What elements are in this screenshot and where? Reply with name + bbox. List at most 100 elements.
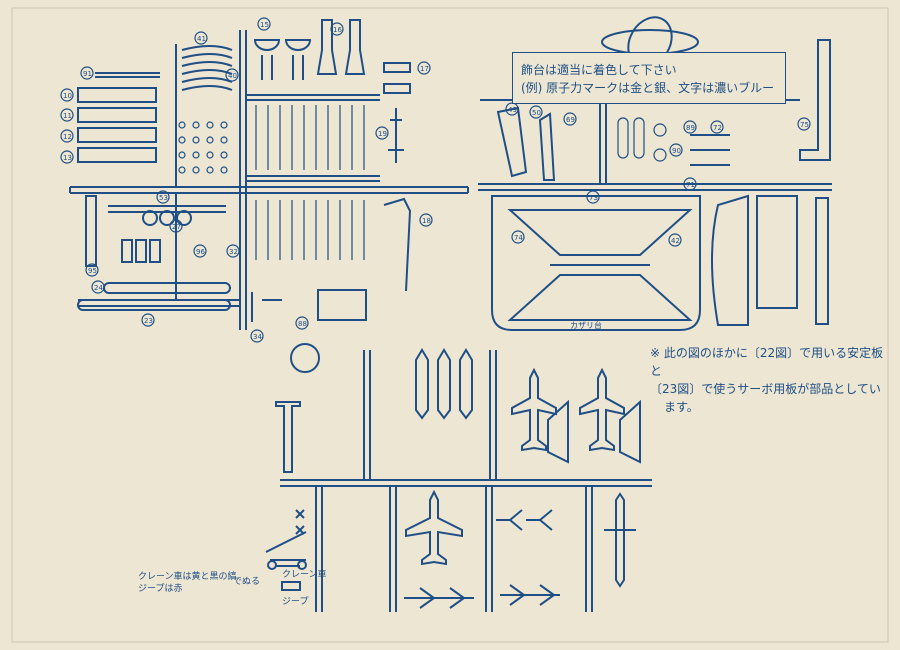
stand-upper-truss: [507, 209, 693, 256]
bracket-part: [383, 83, 411, 94]
part-number: 23: [144, 317, 153, 325]
comb-part: [799, 39, 831, 161]
rod-rack-bottom: [255, 200, 365, 260]
part-number: 49: [508, 106, 517, 114]
stand-strip: [815, 197, 829, 325]
aircraft-wing: [404, 587, 474, 609]
page-edge: [11, 7, 889, 643]
part-number: 73: [589, 194, 598, 202]
sprue-frame-mid: [280, 479, 652, 487]
painting-note-line2: (例) 原子力マークは金と銀、文字は濃いブルー: [521, 81, 775, 95]
fin-part: [496, 106, 528, 178]
tower-part: [275, 401, 301, 473]
side-note-line3: ます。: [664, 400, 699, 414]
part-number: 15: [260, 21, 269, 29]
part-number: 75: [800, 121, 809, 129]
crane-wheel: [297, 560, 307, 570]
wheel-part: [159, 210, 175, 226]
arm-part: [383, 197, 412, 292]
part-number: 89: [686, 124, 695, 132]
small-rods: [690, 134, 730, 166]
crane-wheel: [267, 560, 277, 570]
part-number: 19: [378, 130, 387, 138]
jeep-label: ジープ: [282, 597, 309, 607]
crane-note-line2: ジープは赤: [138, 584, 183, 594]
sprue-frame-rack-bottom: [246, 175, 380, 182]
crane-note-line1: クレーン車は黄と黒の縞: [138, 572, 237, 582]
part-number: 69: [566, 116, 575, 124]
sprue-frame-vertical: [599, 100, 607, 184]
sprue-frame-mid: [69, 186, 469, 194]
dish-part: [253, 39, 312, 51]
hatched-part: [85, 195, 97, 267]
part-number: 53: [159, 194, 168, 202]
stand-panel: [756, 195, 798, 309]
part-number: 27: [172, 223, 181, 231]
crane-truck: [265, 531, 307, 567]
part-number: 16: [333, 26, 342, 34]
missile-part: [415, 348, 429, 420]
part-number: 17: [420, 65, 429, 73]
capsule-parts: [617, 117, 667, 162]
part-number: 41: [197, 35, 206, 43]
plate-part: [77, 107, 157, 123]
painting-note-box: 飾台は適当に着色して下さい (例) 原子力マークは金と銀、文字は濃いブルー: [512, 52, 786, 104]
stand-lower-truss: [507, 274, 693, 321]
sprue-frame-rack-top: [246, 94, 380, 101]
jeep-part: [281, 581, 301, 591]
wheel-part: [176, 210, 192, 226]
propeller-part: [496, 509, 553, 531]
shovel-part: [316, 19, 366, 75]
part-number: 11: [63, 112, 72, 120]
bar-part: [103, 282, 231, 294]
plate-part: [77, 147, 157, 163]
part-number: 88: [298, 320, 307, 328]
part-number: 50: [532, 109, 541, 117]
part-number: 90: [672, 147, 681, 155]
part-number: 71: [686, 181, 695, 189]
part-number: 42: [671, 237, 680, 245]
antenna-part: [388, 108, 404, 163]
sprue-frame-vertical: [239, 30, 247, 330]
small-fittings: [251, 289, 367, 322]
display-stand: [491, 195, 701, 331]
part-number: 24: [94, 284, 103, 292]
part-number: 12: [63, 133, 72, 141]
part-number: 96: [196, 248, 205, 256]
part-number: 34: [253, 333, 262, 341]
sprue-bottom: [265, 343, 652, 612]
sprue-frame-vertical-upper: [363, 350, 497, 480]
crane-label: クレーン車: [282, 570, 327, 580]
rod-rack-top: [255, 105, 365, 170]
bracket-part: [383, 62, 411, 73]
crane-note-suffix: でぬる: [233, 577, 261, 587]
atom-orbit: [601, 29, 699, 55]
side-note-line1: ※ 此の図のほかに〔22図〕で用いる安定板と: [650, 346, 884, 378]
jet-part: [511, 367, 557, 452]
part-number: 13: [63, 154, 72, 162]
aircraft-wing: [500, 584, 560, 606]
cylinder-grid: [178, 121, 228, 174]
curved-panel-part: [181, 45, 233, 91]
dish-legs: [261, 55, 304, 80]
stand-label: カザリ台: [570, 320, 602, 330]
plate-part: [77, 87, 157, 103]
part-number: 91: [83, 70, 92, 78]
jet-part: [405, 489, 463, 566]
jet-part: [579, 367, 625, 452]
disc-part: [290, 343, 320, 373]
part-number: 72: [713, 124, 722, 132]
part-number: 40: [228, 72, 237, 80]
long-bar-part: [77, 299, 231, 311]
parts-side-note: ※ 此の図のほかに〔22図〕で用いる安定板と 〔23図〕で使うサーボ用板が部品と…: [650, 344, 890, 416]
long-fuselage: [604, 492, 636, 588]
plate-part: [77, 127, 157, 143]
x-parts: [295, 509, 305, 535]
sprue-frame-vertical-lower: [315, 486, 593, 612]
sprue-frame-mid: [478, 183, 832, 191]
wheel-part: [142, 210, 158, 226]
missile-part: [459, 348, 473, 420]
part-number: 32: [229, 248, 238, 256]
painting-note-line1: 飾台は適当に着色して下さい: [521, 63, 677, 77]
